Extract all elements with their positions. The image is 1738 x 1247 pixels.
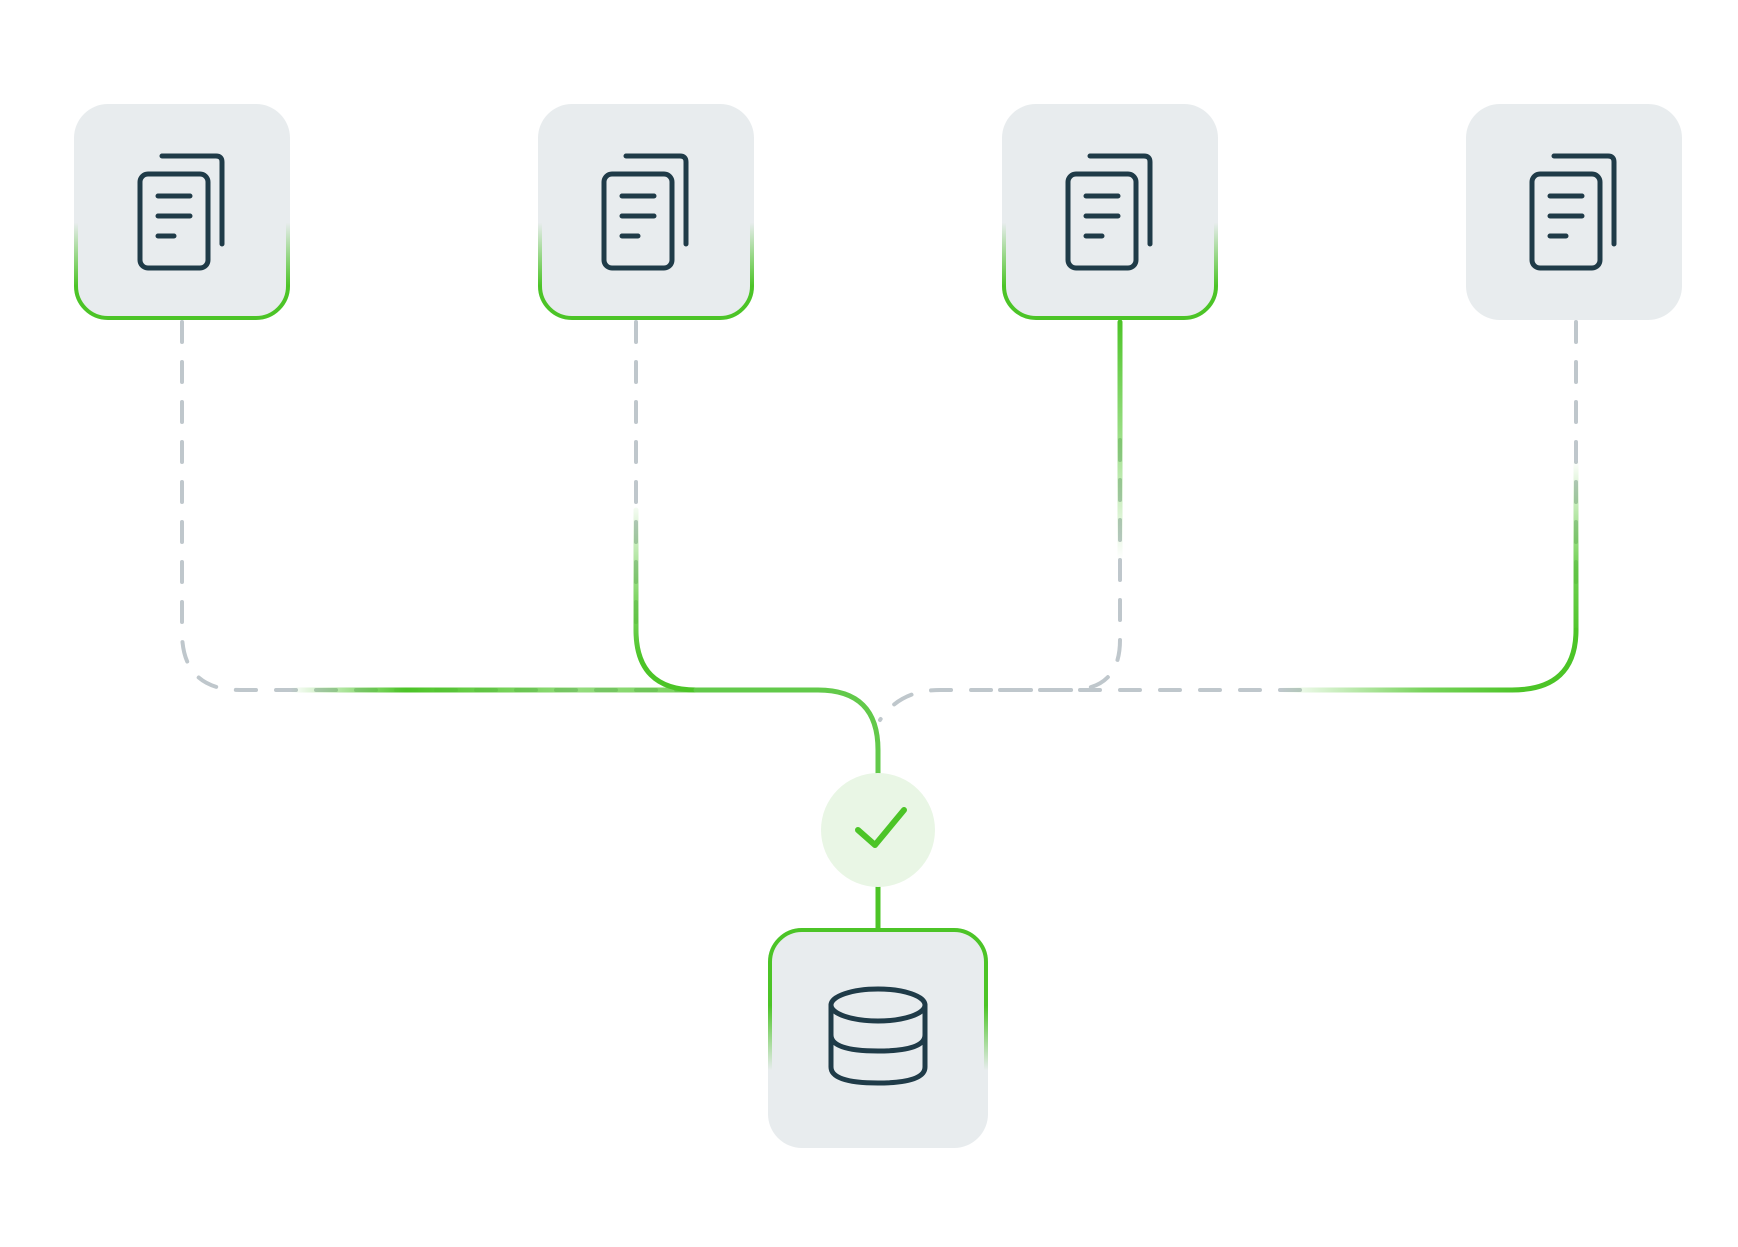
connector-source-3 [878,438,1122,722]
document-stack-icon [1529,153,1617,271]
database-icon [828,986,928,1086]
document-stack-icon [601,153,689,271]
merge-success-node [821,773,935,887]
flow-center-join [693,687,881,781]
connector-source-1 [180,320,702,692]
flow-source-2 [633,507,703,693]
active-flows [287,319,1579,933]
checkmark-icon [855,807,907,848]
dashed-connectors [180,320,1578,722]
database-card[interactable] [768,928,988,1148]
document-stack-icon [137,153,225,271]
flow-source-4-horizontal [1277,627,1579,693]
source-card-2[interactable] [538,104,754,320]
source-card-3[interactable] [1002,104,1218,320]
source-card-4[interactable] [1466,104,1682,320]
document-stack-icon [1065,153,1153,271]
connector-source-4 [998,320,1578,692]
source-card-1[interactable] [74,104,290,320]
